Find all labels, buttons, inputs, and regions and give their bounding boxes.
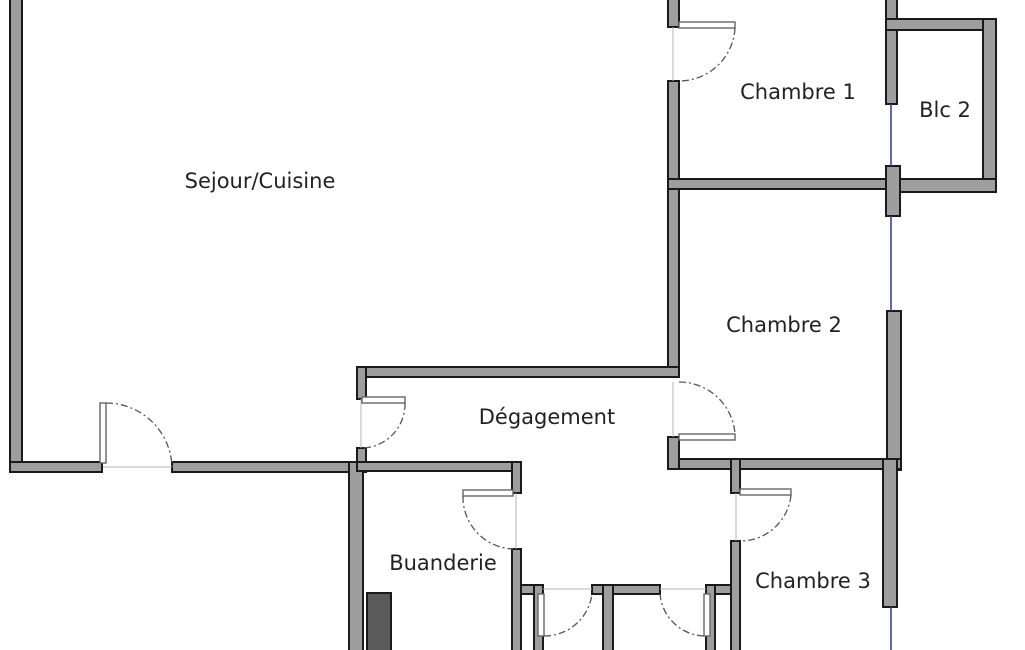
label-chambre2: Chambre 2	[726, 313, 842, 337]
label-chambre1: Chambre 1	[740, 80, 856, 104]
wall-buanderie-duct	[366, 592, 392, 650]
door-buanderie-swing	[462, 495, 514, 550]
wall-degagement-west-top	[356, 366, 367, 400]
door-degagement-leaf	[361, 396, 406, 404]
door-entry-leaf	[99, 402, 107, 464]
label-degagement: Dégagement	[479, 405, 615, 429]
door-closet-right-leaf	[703, 593, 711, 637]
door-closet-left-leaf	[537, 593, 545, 637]
doors	[99, 21, 792, 637]
door-chambre2-leaf	[678, 433, 736, 441]
door-entry-swing	[105, 402, 173, 468]
door-chambre1-leaf	[678, 21, 736, 29]
wall-sejour-south-left	[9, 461, 103, 473]
door-chambre1-swing	[678, 27, 736, 82]
wall-sejour-south-right	[171, 461, 364, 473]
room-labels: Sejour/Cuisine Chambre 1 Blc 2 Chambre 2…	[185, 80, 971, 593]
wall-partition-top	[667, 0, 680, 28]
wall-chambre3-east	[882, 458, 898, 608]
wall-balcon-south	[885, 178, 997, 193]
wall-balcon-east	[982, 18, 997, 193]
label-chambre3: Chambre 3	[755, 569, 871, 593]
wall-buanderie-east-top	[511, 461, 522, 494]
walls	[9, 0, 997, 650]
door-buanderie-leaf	[462, 489, 514, 497]
door-chambre2-swing	[678, 381, 736, 435]
wall-chambre2-south	[667, 458, 902, 470]
label-sejour: Sejour/Cuisine	[185, 169, 336, 193]
wall-degagement-north	[356, 366, 680, 378]
label-buanderie: Buanderie	[389, 551, 497, 575]
wall-chambre3-west-bottom	[730, 540, 741, 650]
door-chambre3-leaf	[739, 488, 792, 496]
wall-chambre2-west-stub	[667, 436, 680, 470]
door-closet-left-swing	[543, 593, 593, 637]
wall-sejour-west	[9, 0, 23, 473]
wall-chambre3-west-top	[730, 458, 741, 494]
wall-buanderie-east-bottom	[511, 548, 522, 650]
wall-chambre2-east	[886, 310, 902, 471]
wall-chambre1-south	[667, 178, 893, 190]
wall-chambre1-east	[885, 0, 898, 105]
door-chambre3-swing	[739, 494, 792, 542]
wall-closet-divider-mid	[602, 584, 614, 650]
wall-buanderie-north	[356, 461, 522, 472]
wall-balcon-stub	[885, 165, 901, 217]
wall-partition-mid	[667, 80, 680, 378]
wall-balcon-north	[885, 18, 997, 31]
wall-buanderie-west	[348, 461, 364, 650]
openings	[103, 27, 737, 590]
door-degagement-swing	[361, 402, 406, 449]
label-balcon2: Blc 2	[919, 98, 971, 122]
door-closet-right-swing	[659, 593, 705, 637]
